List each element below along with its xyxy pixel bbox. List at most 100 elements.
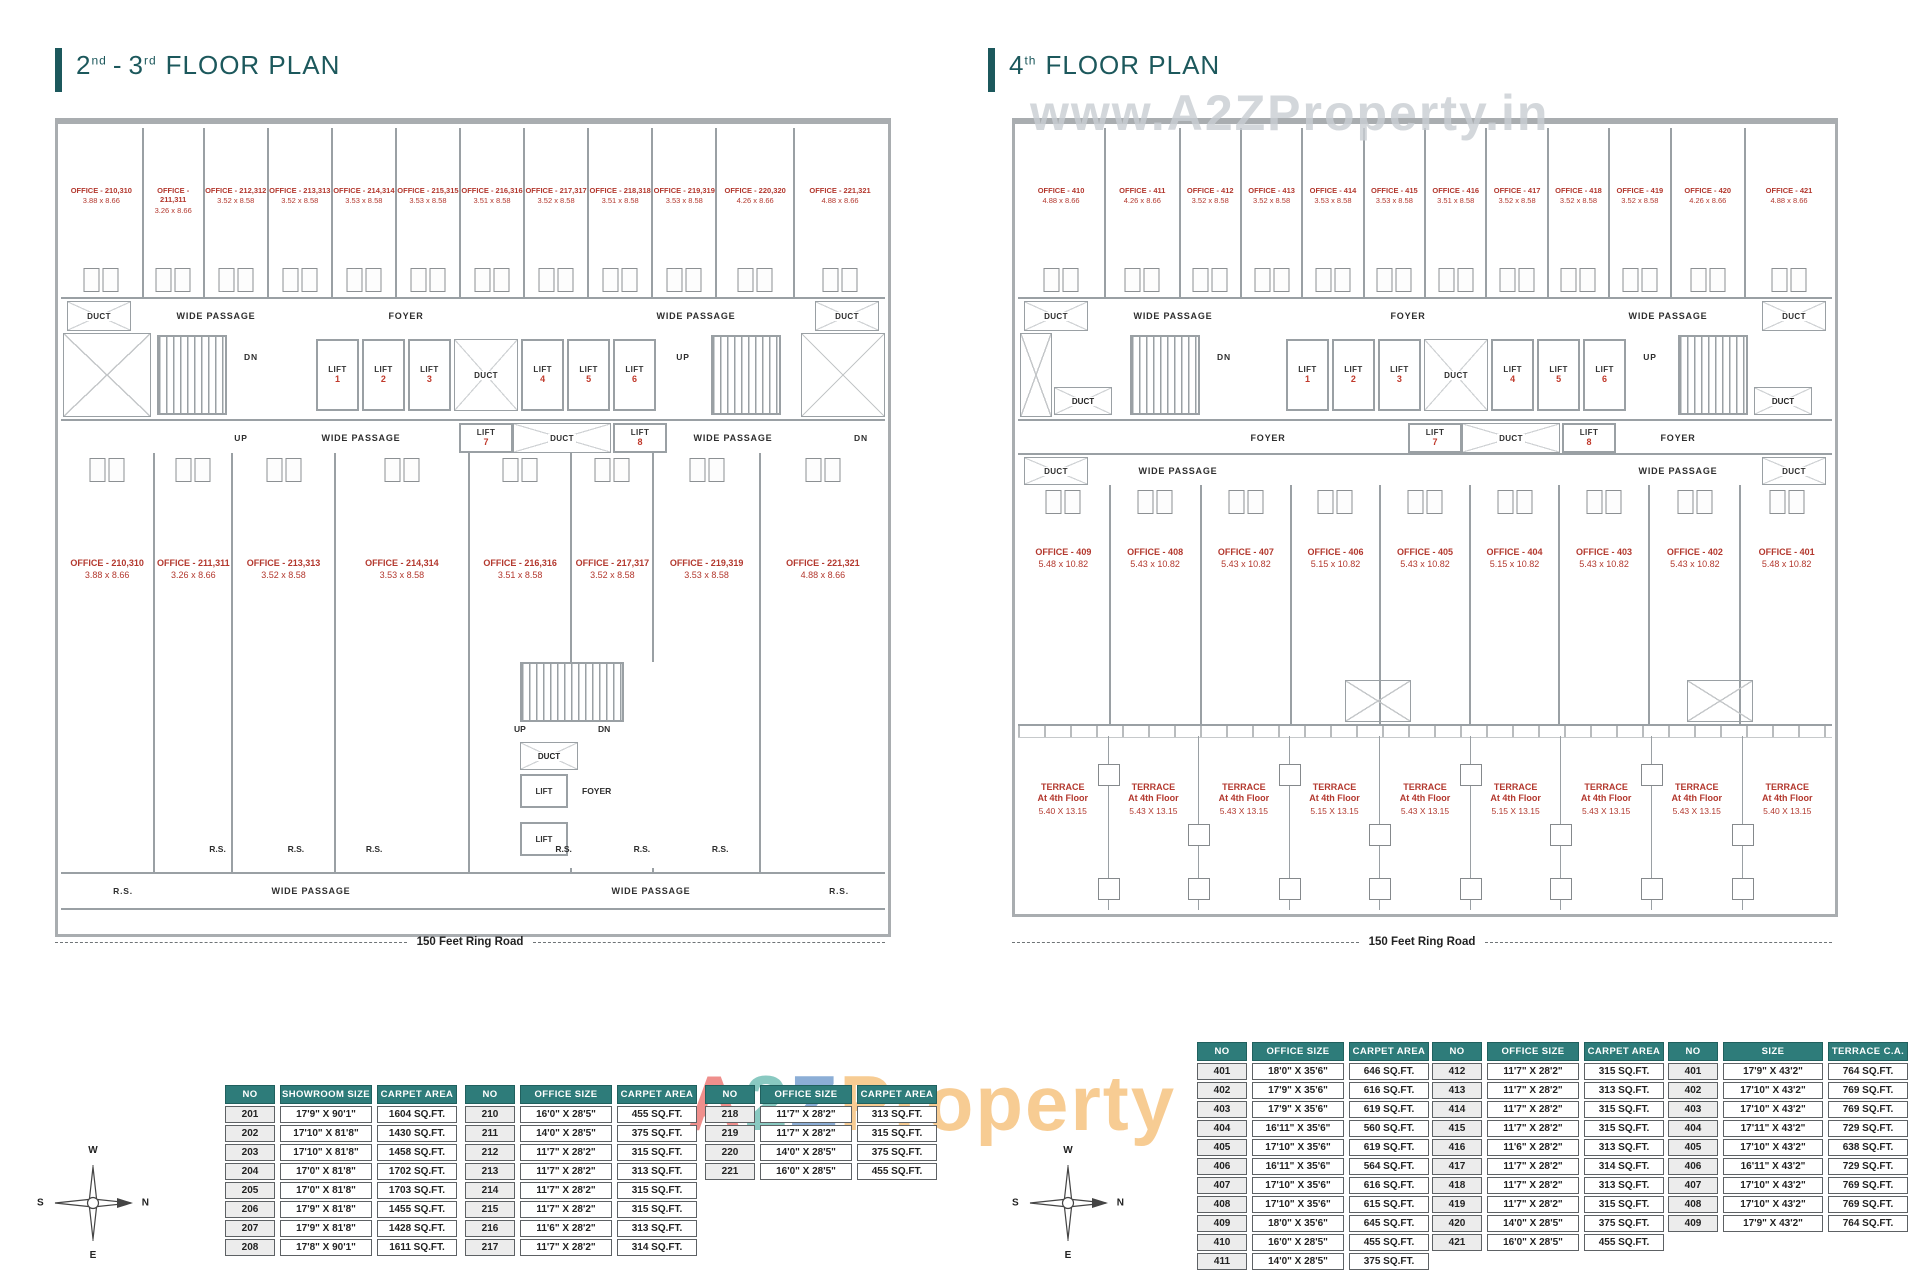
toilet-icon [1641, 268, 1658, 292]
table-header-cell: SHOWROOM SIZE [280, 1085, 372, 1104]
office-dimensions: 4.26 x 8.66 [736, 196, 774, 206]
office-dimensions: 5.15 x 10.82 [1310, 559, 1361, 570]
lift-number: 4 [540, 374, 546, 385]
office-name: OFFICE - 415 [1371, 186, 1418, 195]
table-cell: 313 SQ.FT. [1584, 1139, 1664, 1156]
table-header-cell: OFFICE SIZE [1487, 1042, 1579, 1061]
table-cell: 17'10" X 43'2" [1723, 1082, 1823, 1099]
road-line: 150 Feet Ring Road [55, 936, 885, 948]
lift-number: 5 [1556, 374, 1562, 385]
toilet-icon [102, 268, 119, 292]
lift-label: LIFT [535, 834, 553, 844]
toilet-block [805, 458, 841, 482]
table-header-cell: NO [705, 1085, 755, 1104]
table-cell: 409 [1668, 1215, 1718, 1232]
office-dimensions: 3.51 x 8.58 [473, 196, 511, 206]
lift-number: 2 [380, 374, 386, 385]
table-cell: 408 [1668, 1196, 1718, 1213]
toilet-icon [602, 268, 619, 292]
table-cell: 14'0" X 28'5" [520, 1125, 612, 1142]
office-dimensions: 4.88 x 8.66 [821, 196, 859, 206]
table-header-cell: CARPET AREA [1349, 1042, 1429, 1061]
table-cell: 419 [1432, 1196, 1482, 1213]
title-superscript: nd [91, 53, 107, 68]
toilet-icon [594, 458, 611, 482]
office-name: OFFICE - 401 [1758, 547, 1815, 557]
table-cell: 729 SQ.FT. [1828, 1158, 1908, 1175]
table-cell: 17'10" X 35'6" [1252, 1196, 1344, 1213]
terrace-dimensions: 5.43 X 13.15 [1129, 805, 1178, 816]
toilet-icon [1064, 490, 1081, 514]
table-cell: 211 [465, 1125, 515, 1142]
office-name: OFFICE - 421 [1765, 186, 1813, 195]
office-dimensions: 3.53 x 8.58 [379, 570, 425, 581]
lift-number: 3 [426, 374, 432, 385]
toilet-icon [1696, 490, 1713, 514]
column-marker [1459, 878, 1482, 900]
toilet-icon [557, 268, 574, 292]
terrace-dimensions: 5.40 X 13.15 [1763, 805, 1812, 816]
toilet-block [1677, 490, 1713, 514]
lift-label: LIFT [1579, 427, 1599, 437]
office-name: OFFICE - 402 [1666, 547, 1723, 557]
lift-label: LIFT [535, 786, 553, 796]
table-cell: 17'10" X 43'2" [1723, 1196, 1823, 1213]
toilet-icon [1043, 268, 1060, 292]
table-cell: 203 [225, 1144, 275, 1161]
duct-label: DUCT [85, 311, 113, 321]
wide-passage-label: WIDE PASSAGE [321, 433, 401, 443]
table-cell: 217 [465, 1239, 515, 1256]
toilet-icon [1137, 490, 1154, 514]
table-cell: 11'7" X 28'2" [1487, 1063, 1579, 1080]
toilet-icon [685, 268, 702, 292]
lift-label: LIFT [1503, 364, 1522, 374]
toilet-block [822, 268, 858, 292]
office-name: OFFICE - 221,321 [809, 186, 871, 195]
toilet-block [1228, 490, 1264, 514]
wide-passage-label: WIDE PASSAGE [656, 311, 736, 321]
lift-label: LIFT [579, 364, 598, 374]
toilet-icon [1045, 490, 1062, 514]
duct-label: DUCT [1497, 433, 1525, 443]
compass-rose-icon [1029, 1165, 1108, 1241]
toilet-icon [1622, 268, 1639, 292]
office-dimensions: 3.26 x 8.66 [171, 570, 216, 581]
table-cell: 11'7" X 28'2" [760, 1125, 852, 1142]
table-cell: 405 [1668, 1139, 1718, 1156]
table-cell: 17'10" X 35'6" [1252, 1139, 1344, 1156]
table-cell: 1611 SQ.FT. [377, 1239, 457, 1256]
office-name: OFFICE - 416 [1432, 186, 1480, 195]
lift-number: 2 [1350, 374, 1356, 385]
terrace-floor: At 4th Floor [1037, 793, 1089, 804]
office-dimensions: 4.26 x 8.66 [1123, 196, 1161, 206]
wide-passage-label: WIDE PASSAGE [1628, 311, 1708, 321]
table-cell: 416 [1432, 1139, 1482, 1156]
duct-shaft: DUCT [1462, 423, 1560, 453]
toilet-block [1407, 490, 1443, 514]
table-header-cell: CARPET AREA [377, 1085, 457, 1104]
table-cell: 17'11" X 43'2" [1723, 1120, 1823, 1137]
table-cell: 375 SQ.FT. [617, 1125, 697, 1142]
table-cell: 564 SQ.FT. [1349, 1158, 1429, 1175]
table-cell: 645 SQ.FT. [1349, 1215, 1429, 1232]
title-accent-bar [988, 48, 995, 92]
toilet-icon [502, 458, 519, 482]
office-name: OFFICE - 406 [1307, 547, 1364, 557]
road-label: 150 Feet Ring Road [416, 936, 524, 948]
